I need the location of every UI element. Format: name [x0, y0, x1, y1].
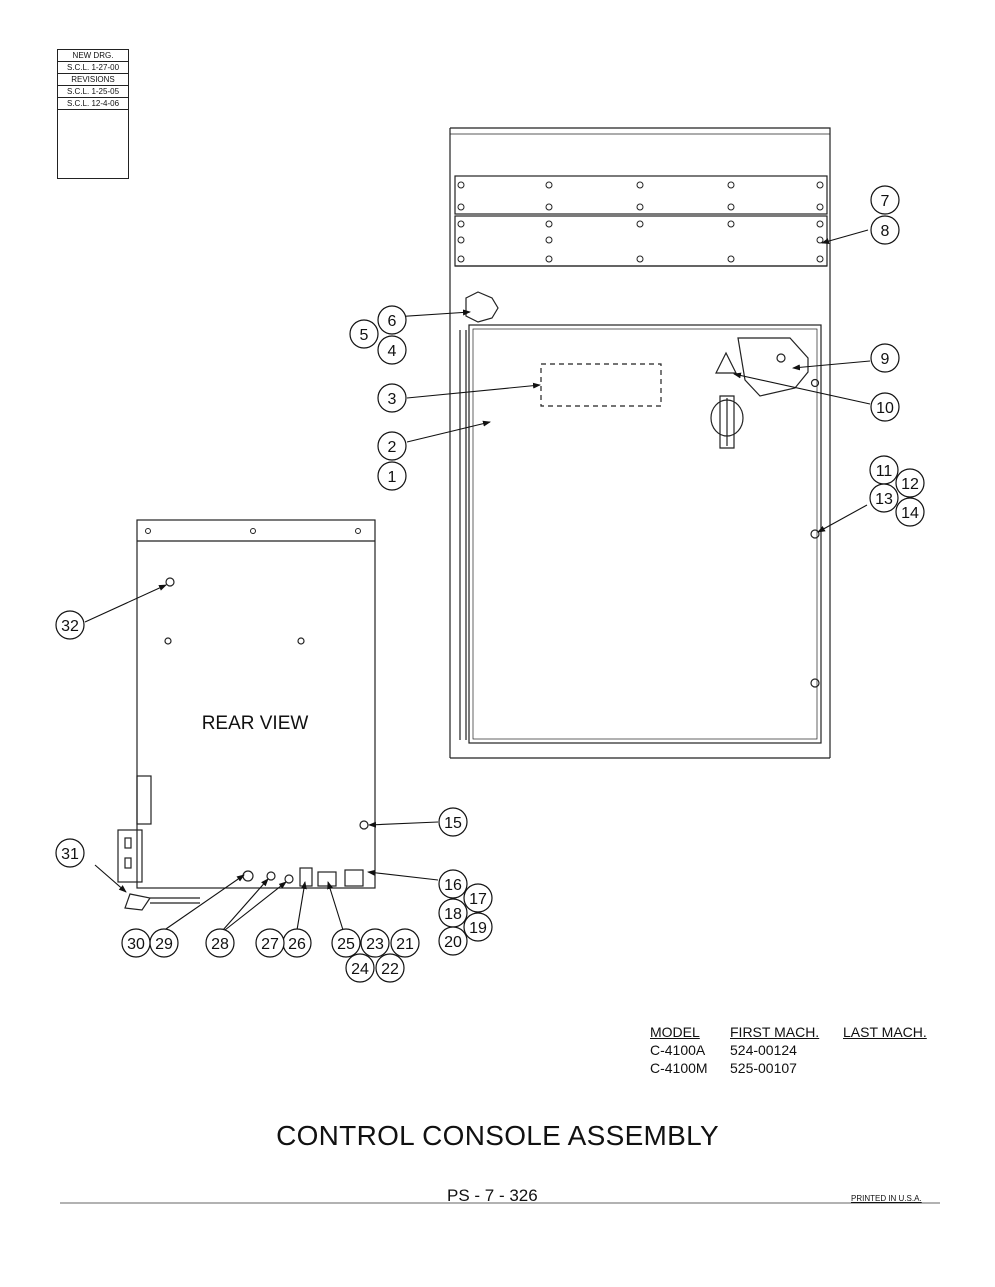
printed-in-usa: PRINTED IN U.S.A.: [851, 1194, 922, 1203]
first-mach-cell: 524-00124: [730, 1042, 797, 1058]
callout-balloon-31: [55, 838, 85, 868]
table-row: C-4100A 524-00124: [650, 1041, 943, 1059]
callout-number-14: 14: [901, 505, 919, 522]
callout-balloon-5: [349, 319, 379, 349]
page-number: PS - 7 - 326: [447, 1186, 538, 1205]
callout-number-2: 2: [388, 439, 397, 456]
console-front-view: [449, 127, 831, 759]
callout-number-5: 5: [360, 327, 369, 344]
revision-1: S.C.L. 1-25-05: [58, 86, 128, 98]
callout-number-10: 10: [876, 400, 894, 417]
callout-balloon-27: [255, 928, 285, 958]
callout-balloon-12: [895, 468, 925, 498]
model-table-header: MODEL FIRST MACH. LAST MACH.: [650, 1023, 943, 1041]
callout-number-32: 32: [61, 618, 79, 635]
callout-number-24: 24: [351, 961, 369, 978]
callout-number-19: 19: [469, 920, 487, 937]
callout-balloon-6: [377, 305, 407, 335]
callout-balloon-4: [377, 335, 407, 365]
callout-number-4: 4: [388, 343, 397, 360]
callout-balloon-20: [438, 926, 468, 956]
callout-balloon-13: [869, 483, 899, 513]
callout-balloon-16: [438, 869, 468, 899]
callout-balloon-19: [463, 912, 493, 942]
header-model: MODEL: [650, 1024, 700, 1040]
callout-number-7: 7: [881, 193, 890, 210]
callout-number-31: 31: [61, 846, 79, 863]
callout-balloon-9: [870, 343, 900, 373]
callout-number-16: 16: [444, 877, 462, 894]
callout-balloon-8: [870, 215, 900, 245]
first-mach-cell: 525-00107: [730, 1060, 797, 1076]
table-row: C-4100M 525-00107: [650, 1059, 943, 1077]
callout-balloon-14: [895, 497, 925, 527]
header-last-mach: LAST MACH.: [843, 1024, 927, 1040]
new-drg-label: NEW DRG.: [58, 50, 128, 62]
callout-balloon-1: [377, 461, 407, 491]
callout-number-15: 15: [444, 815, 462, 832]
callout-number-6: 6: [388, 313, 397, 330]
callout-number-12: 12: [901, 476, 919, 493]
model-cell: C-4100M: [650, 1060, 708, 1076]
callout-balloon-7: [870, 185, 900, 215]
page-title: CONTROL CONSOLE ASSEMBLY: [276, 1120, 719, 1151]
rear-view-label: REAR VIEW: [202, 713, 309, 734]
callout-number-21: 21: [396, 936, 414, 953]
callout-number-22: 22: [381, 961, 399, 978]
callout-balloon-3: [377, 383, 407, 413]
callout-balloon-15: [438, 807, 468, 837]
model-table: MODEL FIRST MACH. LAST MACH. C-4100A 524…: [650, 1023, 943, 1077]
callout-number-28: 28: [211, 936, 229, 953]
callout-number-11: 11: [876, 463, 893, 480]
callout-number-13: 13: [875, 491, 893, 508]
callout-number-27: 27: [261, 936, 279, 953]
callout-balloon-32: [55, 610, 85, 640]
revisions-label: REVISIONS: [58, 74, 128, 86]
callout-number-1: 1: [388, 469, 397, 486]
callout-balloon-30: [121, 928, 151, 958]
callout-number-29: 29: [155, 936, 173, 953]
revision-block: NEW DRG. S.C.L. 1-27-00 REVISIONS S.C.L.…: [57, 49, 129, 179]
header-first-mach: FIRST MACH.: [730, 1024, 820, 1040]
callout-balloon-23: [360, 928, 390, 958]
callout-number-18: 18: [444, 906, 462, 923]
callout-number-17: 17: [469, 891, 487, 908]
new-drg-date: S.C.L. 1-27-00: [58, 62, 128, 74]
callout-balloons: 1234567891011121314151617181920212223242…: [55, 185, 925, 983]
callout-number-26: 26: [288, 936, 306, 953]
callout-number-3: 3: [388, 391, 397, 408]
callout-number-25: 25: [337, 936, 355, 953]
callout-balloon-2: [377, 431, 407, 461]
callout-balloon-17: [463, 883, 493, 913]
rear-view-panel: [117, 519, 376, 911]
callout-balloon-21: [390, 928, 420, 958]
revision-2: S.C.L. 12-4-06: [58, 98, 128, 110]
callout-number-30: 30: [127, 936, 145, 953]
callout-number-23: 23: [366, 936, 384, 953]
callout-balloon-24: [345, 953, 375, 983]
callout-balloon-10: [870, 392, 900, 422]
leader-lines: [84, 229, 871, 932]
callout-number-20: 20: [444, 934, 462, 951]
model-cell: C-4100A: [650, 1042, 706, 1058]
callout-number-9: 9: [881, 351, 890, 368]
callout-number-8: 8: [881, 223, 890, 240]
callout-balloon-22: [375, 953, 405, 983]
callout-balloon-25: [331, 928, 361, 958]
callout-balloon-28: [205, 928, 235, 958]
